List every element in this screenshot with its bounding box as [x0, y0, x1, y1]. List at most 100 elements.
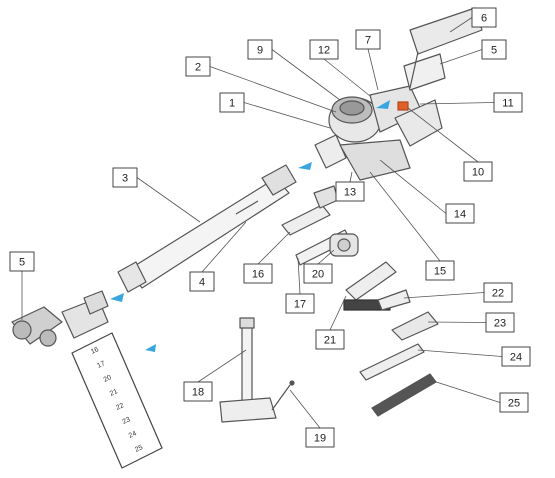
- callout-number: 25: [508, 398, 520, 410]
- callout-box: [183, 381, 213, 402]
- callout-number: 11: [502, 98, 513, 110]
- leader-line-l15: [369, 171, 441, 262]
- callout-box: [355, 29, 381, 50]
- callout-number: 5: [491, 45, 497, 57]
- callout-box: [485, 312, 515, 333]
- callout-number: 3: [122, 173, 128, 185]
- leader-line-l11: [419, 102, 495, 105]
- callout-number: 17: [294, 299, 306, 311]
- callout-number: 23: [494, 318, 506, 330]
- callout-box: [425, 260, 455, 281]
- callout-box: [285, 293, 315, 314]
- accessory-list-item: 24: [128, 430, 138, 440]
- callout-l9: 9: [247, 39, 273, 60]
- leader-line-l10: [407, 107, 479, 163]
- accessory-list-item: 20: [103, 374, 113, 384]
- callout-box: [445, 203, 475, 224]
- callout-number: 22: [492, 288, 504, 300]
- accessory-list-item: 22: [115, 402, 125, 412]
- callout-l11: 11: [493, 92, 523, 113]
- callout-l15: 15: [425, 260, 455, 281]
- leader-lines: [21, 17, 503, 429]
- callout-number: 2: [195, 62, 201, 74]
- leader-line-l2: [209, 66, 337, 113]
- leader-line-l3: [136, 177, 201, 223]
- callout-number: 5: [19, 257, 25, 269]
- callout-box: [247, 39, 273, 60]
- callout-box: [112, 167, 138, 188]
- callout-box: [219, 92, 245, 113]
- leader-line-l14: [379, 159, 447, 214]
- callout-l5b: 5: [481, 39, 507, 60]
- callout-box: [463, 161, 493, 182]
- callout-box: [185, 56, 211, 77]
- callout-number: 4: [199, 277, 205, 289]
- callout-l13: 13: [335, 181, 365, 202]
- callout-box: [471, 7, 497, 28]
- direction-arrows: [110, 100, 390, 352]
- callout-l18: 18: [183, 381, 213, 402]
- callout-box: [305, 427, 335, 448]
- callout-box: [499, 392, 529, 413]
- long-accessories: [359, 289, 439, 417]
- accessory-list-item: 23: [121, 416, 131, 426]
- callout-box: [493, 92, 523, 113]
- callout-l22: 22: [483, 282, 513, 303]
- accessory-list-panel: [71, 332, 163, 469]
- accessory-list-item: 21: [109, 388, 119, 398]
- leader-line-l21: [329, 295, 347, 331]
- floor-head: [11, 290, 109, 347]
- leader-line-l5b: [439, 49, 483, 65]
- callout-l16: 16: [243, 263, 273, 284]
- callout-box: [189, 271, 215, 292]
- callout-l12: 12: [309, 39, 339, 60]
- leader-line-l17: [297, 257, 301, 295]
- leader-line-l4: [201, 221, 247, 273]
- main-body: [314, 7, 483, 181]
- dusting-brush: [329, 233, 359, 257]
- callout-l5a: 5: [9, 251, 35, 272]
- callout-l24: 24: [501, 346, 531, 367]
- callout-number: 21: [324, 335, 336, 347]
- leader-line-l25: [429, 379, 501, 403]
- leader-line-l9: [271, 49, 341, 101]
- callout-l20: 20: [303, 263, 333, 284]
- callout-l23: 23: [485, 312, 515, 333]
- callout-l1: 1: [219, 92, 245, 113]
- callout-box: [501, 346, 531, 367]
- callout-labels: 1234556791011121314151617181920212223242…: [9, 7, 531, 448]
- leader-line-l1: [243, 102, 331, 129]
- callout-number: 16: [252, 269, 264, 281]
- callout-number: 9: [257, 45, 263, 57]
- callout-box: [315, 329, 345, 350]
- leader-line-l20: [317, 249, 335, 265]
- callout-number: 14: [454, 209, 466, 221]
- callout-l25: 25: [499, 392, 529, 413]
- callout-l4: 4: [189, 271, 215, 292]
- accessory-list-item: 25: [134, 444, 144, 454]
- callout-l6: 6: [471, 7, 497, 28]
- callout-box: [481, 39, 507, 60]
- leader-line-l19: [289, 389, 321, 429]
- callout-l3: 3: [112, 167, 138, 188]
- extension-tube: [117, 164, 297, 293]
- leader-line-l12: [323, 58, 371, 97]
- leader-line-l24: [417, 349, 503, 357]
- callout-number: 7: [365, 35, 371, 47]
- callout-box: [335, 181, 365, 202]
- parts: [11, 7, 483, 469]
- callout-box: [303, 263, 333, 284]
- callout-number: 6: [481, 13, 487, 25]
- callout-number: 12: [318, 45, 330, 57]
- leader-line-l7: [367, 48, 379, 91]
- callout-box: [243, 263, 273, 284]
- accessory-list-item: 17: [96, 360, 106, 370]
- callout-l14: 14: [445, 203, 475, 224]
- callout-box: [9, 251, 35, 272]
- callout-l7: 7: [355, 29, 381, 50]
- callout-number: 20: [312, 269, 324, 281]
- leader-line-l6: [449, 17, 473, 33]
